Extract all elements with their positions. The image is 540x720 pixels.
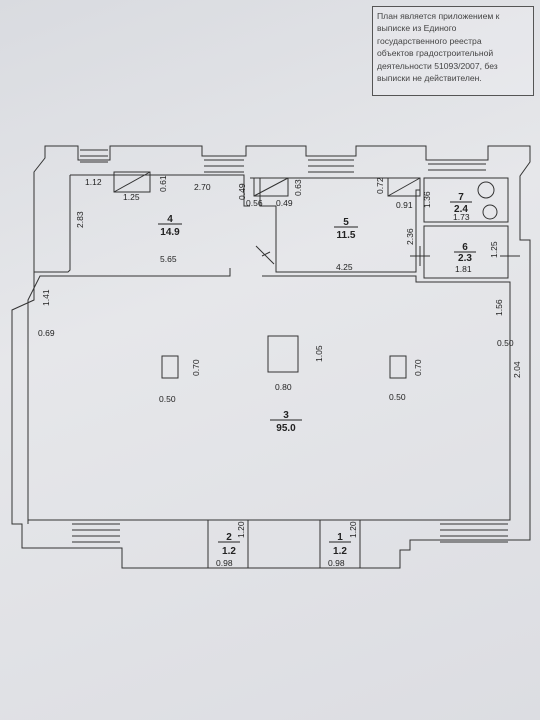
room-4-wall bbox=[70, 174, 250, 207]
room-6-label: 6 2.3 bbox=[454, 242, 476, 264]
vestibule-2 bbox=[207, 520, 249, 568]
vent-shaft bbox=[113, 171, 151, 193]
dimension: 0.56 bbox=[246, 198, 263, 208]
dimension: 0.98 bbox=[328, 558, 345, 568]
room-5-label: 5 11.5 bbox=[334, 217, 358, 241]
dimension: 1.20 bbox=[236, 521, 246, 538]
column bbox=[389, 355, 407, 379]
dimension: 0.98 bbox=[216, 558, 233, 568]
window bbox=[428, 163, 486, 171]
hall-inner-wall bbox=[34, 175, 71, 273]
note-line: объектов градостроительной bbox=[377, 48, 494, 59]
room-7-label: 7 2.4 bbox=[450, 192, 472, 215]
room-5-area: 11.5 bbox=[337, 230, 356, 241]
dimension: 1.73 bbox=[453, 212, 470, 222]
room-1-number: 1 bbox=[337, 532, 343, 543]
dimension: 1.56 bbox=[494, 299, 504, 316]
dimension: 0.49 bbox=[237, 183, 247, 200]
window bbox=[308, 159, 354, 173]
window bbox=[204, 159, 244, 173]
room-6-number: 6 bbox=[462, 242, 468, 253]
sink bbox=[482, 204, 498, 220]
dimension: 1.81 bbox=[455, 264, 472, 274]
dimension: 0.63 bbox=[293, 179, 303, 196]
vestibule-1 bbox=[319, 520, 361, 568]
dimension: 0.72 bbox=[375, 177, 385, 194]
outer-wall bbox=[11, 145, 531, 569]
note-line: План является приложением к bbox=[377, 11, 500, 21]
dimension: 2.83 bbox=[75, 211, 85, 228]
dimension: 0.80 bbox=[275, 382, 292, 392]
dimension: 0.61 bbox=[158, 175, 168, 192]
room-4-label: 4 14.9 bbox=[158, 214, 182, 238]
note-line: деятельности 51093/2007, без bbox=[377, 60, 498, 71]
note-line: государственного реестра bbox=[377, 35, 482, 46]
dimension: 0.70 bbox=[413, 359, 423, 376]
column bbox=[267, 335, 299, 373]
window bbox=[440, 523, 508, 543]
room-2-area: 1.2 bbox=[222, 546, 236, 557]
window bbox=[80, 149, 108, 163]
room-4-area: 14.9 bbox=[160, 227, 180, 238]
room-2-number: 2 bbox=[226, 532, 232, 543]
dimension: 2.70 bbox=[194, 182, 211, 192]
dimension-labels: 1.12 1.25 0.61 2.70 0.49 0.56 0.49 0.63 … bbox=[38, 175, 522, 568]
dimension: 0.91 bbox=[396, 200, 413, 210]
room-3-area: 95.0 bbox=[276, 423, 296, 434]
room-7-area: 2.4 bbox=[454, 204, 468, 215]
toilet bbox=[477, 181, 495, 199]
column bbox=[161, 355, 179, 379]
room-1-area: 1.2 bbox=[333, 546, 347, 557]
dimension: 0.50 bbox=[389, 392, 406, 402]
dimension: 1.36 bbox=[422, 191, 432, 208]
room-1-label: 1 1.2 bbox=[329, 532, 351, 557]
room-2-label: 2 1.2 bbox=[218, 532, 240, 557]
room-7-number: 7 bbox=[458, 192, 464, 203]
dimension: 1.05 bbox=[314, 345, 324, 362]
room-4-number: 4 bbox=[167, 214, 173, 225]
room-3-number: 3 bbox=[283, 410, 289, 421]
dimension: 1.25 bbox=[489, 241, 499, 258]
window bbox=[72, 523, 120, 543]
plan-validity-note: План является приложением к выписке из Е… bbox=[372, 6, 534, 96]
dimension: 0.50 bbox=[497, 338, 514, 348]
dimension: 5.65 bbox=[160, 254, 177, 264]
room-6-area: 2.3 bbox=[458, 253, 472, 264]
dimension: 2.04 bbox=[512, 361, 522, 378]
vent-shaft bbox=[387, 177, 421, 197]
dimension: 2.36 bbox=[405, 228, 415, 245]
hall-inner-wall bbox=[28, 275, 511, 521]
vent-shaft bbox=[253, 177, 289, 197]
dimension: 1.25 bbox=[123, 192, 140, 202]
dimension: 0.70 bbox=[191, 359, 201, 376]
dimension: 4.25 bbox=[336, 262, 353, 272]
note-line: выписке из Единого bbox=[377, 23, 457, 34]
dimension: 0.50 bbox=[159, 394, 176, 404]
note-line: выписки не действителен. bbox=[377, 73, 482, 84]
dimension: 1.41 bbox=[41, 289, 51, 306]
room-5-wall bbox=[259, 178, 421, 273]
hall-inner-wall bbox=[27, 268, 231, 524]
dimension: 1.20 bbox=[348, 521, 358, 538]
dimension: 0.69 bbox=[38, 328, 55, 338]
room-6-wall bbox=[423, 225, 509, 279]
room-3-label: 3 95.0 bbox=[270, 410, 302, 434]
room-5-number: 5 bbox=[343, 217, 349, 228]
room-7-wall bbox=[423, 177, 509, 223]
dimension: 1.12 bbox=[85, 177, 102, 187]
dimension: 0.49 bbox=[276, 198, 293, 208]
